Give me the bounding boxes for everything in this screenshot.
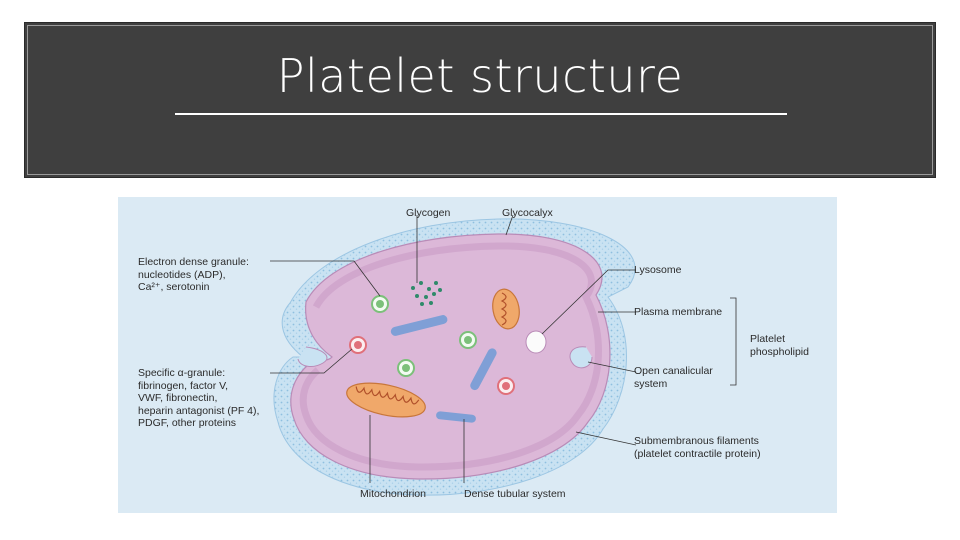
label-glycocalyx: Glycocalyx (502, 207, 553, 219)
submembranous-band (299, 242, 602, 471)
mitochondrion (492, 288, 520, 330)
label-open-canalicular-system: Open canalicular system (634, 365, 713, 390)
open-canalicular-system (297, 346, 328, 367)
dense-tubule (390, 315, 448, 336)
label-dense-tubular-system: Dense tubular system (464, 488, 566, 500)
mitochondrion (346, 382, 426, 418)
dense-tubule (436, 411, 476, 423)
page-title: Platelet structure (276, 49, 684, 103)
dense-tubule (470, 348, 497, 391)
label-lysosome: Lysosome (634, 264, 682, 276)
lysosome (525, 330, 547, 354)
cell-body (290, 233, 611, 480)
label-alpha-granule: Specific α-granule: fibrinogen, factor V… (138, 367, 260, 429)
label-glycogen: Glycogen (406, 207, 451, 219)
label-electron-dense-granule: Electron dense granule: nucleotides (ADP… (138, 256, 249, 293)
leader-lines (270, 214, 737, 483)
platelet-illustration (270, 214, 737, 496)
dense-granule (371, 295, 389, 313)
label-mitochondrion: Mitochondrion (360, 488, 426, 500)
title-banner: Platelet structure (24, 22, 936, 178)
open-canalicular-system-right (569, 346, 593, 369)
label-platelet-phospholipid: Platelet phospholipid (750, 333, 809, 358)
glycogen-particles (411, 281, 442, 306)
label-submembranous-filaments: Submembranous filaments (platelet contra… (634, 435, 761, 460)
dense-granule (397, 359, 415, 377)
title-underline (175, 113, 787, 115)
dense-granule (459, 331, 477, 349)
alpha-granule (349, 336, 367, 354)
platelet-diagram: Glycogen Glycocalyx Electron dense granu… (118, 197, 837, 513)
alpha-granule (497, 377, 515, 395)
label-plasma-membrane: Plasma membrane (634, 306, 723, 318)
